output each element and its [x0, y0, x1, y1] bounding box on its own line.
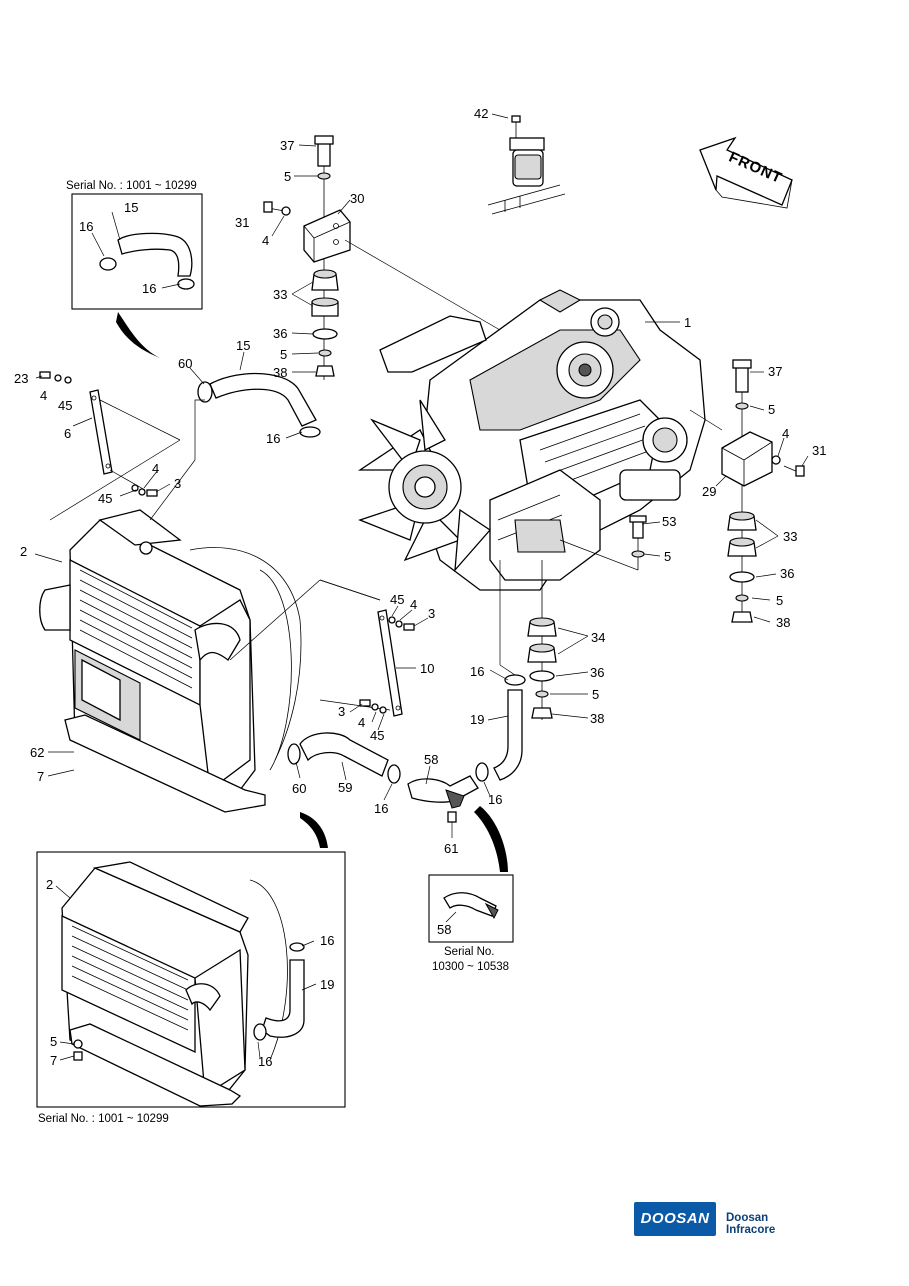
- callout-60: 60: [292, 781, 306, 796]
- callout-15: 15: [124, 200, 138, 215]
- callout-10: 10: [420, 661, 434, 676]
- stay-rods: [39, 371, 415, 717]
- callout-38: 38: [590, 711, 604, 726]
- callout-60: 60: [178, 356, 192, 371]
- hoses: [149, 372, 526, 809]
- doosan-logo-badge: DOOSAN: [634, 1202, 716, 1236]
- callout-4: 4: [40, 388, 47, 403]
- callout-19: 19: [470, 712, 484, 727]
- callout-3: 3: [338, 704, 345, 719]
- callout-42: 42: [474, 106, 488, 121]
- callout-59: 59: [338, 780, 352, 795]
- callout-1: 1: [684, 315, 691, 330]
- callout-7: 7: [37, 769, 44, 784]
- callout-19: 19: [320, 977, 334, 992]
- callout-37: 37: [768, 364, 782, 379]
- callout-5: 5: [664, 549, 671, 564]
- doosan-logo-badge-text: DOOSAN: [640, 1210, 710, 1227]
- callout-16: 16: [470, 664, 484, 679]
- callout-6: 6: [64, 426, 71, 441]
- callout-16: 16: [258, 1054, 272, 1069]
- company-name: Doosan Infracore: [726, 1212, 776, 1236]
- callout-62: 62: [30, 745, 44, 760]
- callout-58: 58: [424, 752, 438, 767]
- callout-30: 30: [350, 191, 364, 206]
- callout-7: 7: [50, 1053, 57, 1068]
- callout-16: 16: [142, 281, 156, 296]
- callout-16: 16: [488, 792, 502, 807]
- callout-45: 45: [370, 728, 384, 743]
- inset-hose-caption-line1: Serial No.: [444, 946, 495, 958]
- doosan-logo: DOOSAN Doosan Infracore: [634, 1202, 816, 1236]
- leader-lines: [34, 113, 809, 1061]
- callout-5: 5: [280, 347, 287, 362]
- callout-53: 53: [662, 514, 676, 529]
- callout-16: 16: [79, 219, 93, 234]
- callout-16: 16: [266, 431, 280, 446]
- inset-top-caption: Serial No. : 1001 ~ 10299: [66, 180, 197, 192]
- engine-assembly: [357, 289, 706, 591]
- callout-16: 16: [320, 933, 334, 948]
- callout-3: 3: [174, 476, 181, 491]
- callout-38: 38: [776, 615, 790, 630]
- callout-5: 5: [776, 593, 783, 608]
- fuel-filter: [487, 115, 566, 215]
- front-arrow: FRONT: [699, 136, 793, 209]
- callout-labels: 42 37 5 30 31 4 33 36 5 38 1 15 16 16 60…: [14, 106, 826, 1125]
- callout-4: 4: [262, 233, 269, 248]
- callout-61: 61: [444, 841, 458, 856]
- callout-34: 34: [591, 630, 605, 645]
- callout-36: 36: [590, 665, 604, 680]
- callout-45: 45: [58, 398, 72, 413]
- front-mount-stack: [527, 515, 647, 720]
- callout-5: 5: [592, 687, 599, 702]
- callout-4: 4: [410, 597, 417, 612]
- callout-16: 16: [374, 801, 388, 816]
- callout-29: 29: [702, 484, 716, 499]
- callout-45: 45: [390, 592, 404, 607]
- inset-hose-58: [428, 874, 514, 943]
- callout-2: 2: [20, 544, 27, 559]
- callout-37: 37: [280, 138, 294, 153]
- callout-2: 2: [46, 877, 53, 892]
- callout-4: 4: [358, 715, 365, 730]
- callout-4: 4: [782, 426, 789, 441]
- callout-5: 5: [50, 1034, 57, 1049]
- callout-36: 36: [273, 326, 287, 341]
- pointer-arrows: [116, 312, 508, 872]
- callout-4: 4: [152, 461, 159, 476]
- inset-top: [71, 193, 203, 310]
- callout-31: 31: [812, 443, 826, 458]
- right-mount-stack: [689, 359, 805, 623]
- callout-36: 36: [780, 566, 794, 581]
- radiator-assembly: [39, 509, 321, 813]
- callout-15: 15: [236, 338, 250, 353]
- callout-5: 5: [284, 169, 291, 184]
- callout-33: 33: [783, 529, 797, 544]
- callout-45: 45: [98, 491, 112, 506]
- callout-5: 5: [768, 402, 775, 417]
- inset-hose-caption-line2: 10300 ~ 10538: [432, 961, 509, 973]
- callout-38: 38: [273, 365, 287, 380]
- inset-bottom-caption: Serial No. : 1001 ~ 10299: [38, 1113, 169, 1125]
- callout-58: 58: [437, 922, 451, 937]
- rear-mount-stack: [263, 135, 501, 380]
- callout-33: 33: [273, 287, 287, 302]
- callout-23: 23: [14, 371, 28, 386]
- callout-31: 31: [235, 215, 249, 230]
- callout-3: 3: [428, 606, 435, 621]
- inset-bottom: [36, 851, 346, 1108]
